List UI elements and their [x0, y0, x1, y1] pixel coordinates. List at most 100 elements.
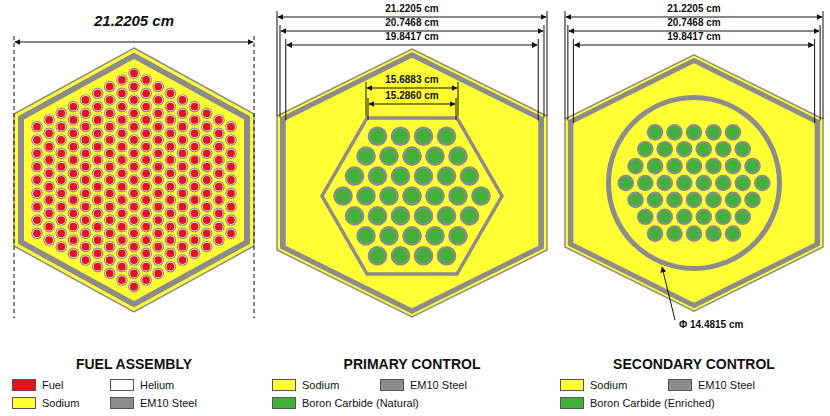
helium-gap — [129, 229, 138, 238]
fuel-pellet — [142, 116, 150, 124]
fuel-pellet — [203, 189, 211, 197]
pin-cladding — [201, 241, 213, 253]
pin-cladding — [140, 221, 152, 233]
pin-cladding — [152, 241, 164, 253]
fuel-pellet — [82, 136, 90, 144]
fuel-pellet — [166, 209, 174, 217]
absorber-cladding — [345, 166, 365, 186]
helium-gap — [190, 209, 199, 218]
fuel-pellet — [106, 229, 114, 237]
pin-cladding — [116, 114, 128, 126]
fuel-pellet — [69, 143, 77, 151]
fuel-pellet — [33, 203, 41, 211]
fuel-pellet — [94, 236, 102, 244]
fuel-pellet — [227, 229, 235, 237]
helium-gap — [45, 129, 54, 138]
absorber-cladding — [725, 158, 742, 175]
helium-gap — [154, 109, 163, 118]
helium-gap — [105, 149, 114, 158]
absorber-cladding — [666, 225, 683, 242]
absorber-cladding — [356, 186, 376, 206]
absorber-cladding — [414, 206, 434, 226]
boron-carbide-pellet — [629, 160, 641, 172]
fuel-pellet — [94, 116, 102, 124]
pin-cladding — [128, 241, 140, 253]
dimension-line — [367, 88, 457, 89]
extension-line — [573, 39, 574, 123]
absorber-cladding — [744, 158, 761, 175]
helium-gap — [93, 89, 102, 98]
absorber-cladding — [402, 146, 422, 166]
extension-line — [14, 36, 15, 318]
helium-gap — [214, 182, 223, 191]
fuel-pellet — [94, 249, 102, 257]
fuel-pellet — [130, 83, 138, 91]
helium-gap — [93, 182, 102, 191]
fuel-pellet — [191, 129, 199, 137]
pin-cladding — [92, 194, 104, 206]
fuel-pellet — [106, 203, 114, 211]
absorber-cladding — [379, 146, 399, 166]
diameter-label: Φ 14.4815 cm — [679, 319, 743, 331]
extension-line — [458, 82, 459, 116]
helium-gap — [178, 175, 187, 184]
extension-line — [823, 11, 824, 119]
helium-gap — [142, 102, 151, 111]
pin-cladding — [68, 141, 80, 153]
pin-cladding — [213, 128, 225, 140]
helium-gap — [154, 175, 163, 184]
boron-carbide-pellet — [370, 129, 385, 144]
fuel-pellet — [118, 116, 126, 124]
helium-gap — [93, 102, 102, 111]
helium-gap — [129, 95, 138, 104]
helium-gap — [57, 162, 66, 171]
pin-cladding — [189, 168, 201, 180]
pin-cladding — [152, 201, 164, 213]
helium-gap — [69, 115, 78, 124]
helium-gap — [32, 122, 41, 131]
helium-gap — [142, 209, 151, 218]
helium-gap — [57, 202, 66, 211]
pin-cladding — [165, 221, 177, 233]
helium-gap — [69, 155, 78, 164]
legend-item: Sodium — [560, 378, 627, 392]
absorber-cladding — [656, 175, 673, 192]
fuel-pellet — [94, 223, 102, 231]
legend-swatch — [272, 397, 296, 409]
fuel-pellet — [191, 249, 199, 257]
fuel-pellet — [215, 129, 223, 137]
helium-gap — [166, 155, 175, 164]
helium-gap — [154, 269, 163, 278]
absorber-cladding — [734, 141, 751, 158]
extension-line — [277, 11, 278, 116]
helium-gap — [154, 229, 163, 238]
helium-gap — [142, 142, 151, 151]
helium-gap — [142, 155, 151, 164]
helium-gap — [81, 175, 90, 184]
extension-line — [547, 11, 548, 116]
helium-gap — [81, 95, 90, 104]
boron-carbide-pellet — [405, 149, 420, 164]
pin-cladding — [213, 141, 225, 153]
fuel-pellet — [94, 196, 102, 204]
fuel-pellet — [142, 129, 150, 137]
fuel-pellet — [179, 123, 187, 131]
fuel-pellet — [215, 209, 223, 217]
fuel-pellet — [203, 149, 211, 157]
boron-carbide-pellet — [359, 189, 374, 204]
boron-carbide-pellet — [649, 227, 661, 239]
pin-cladding — [80, 161, 92, 173]
pin-cladding — [43, 208, 55, 220]
legend-swatch — [12, 379, 36, 391]
pin-cladding — [140, 234, 152, 246]
absorber-cladding — [695, 175, 712, 192]
pin-cladding — [128, 281, 140, 293]
helium-gap — [178, 135, 187, 144]
boron-carbide-pellet — [382, 189, 397, 204]
helium-gap — [45, 182, 54, 191]
boron-carbide-pellet — [359, 228, 374, 243]
boron-carbide-pellet — [639, 211, 651, 223]
pin-cladding — [104, 107, 116, 119]
fuel-pellet — [215, 143, 223, 151]
